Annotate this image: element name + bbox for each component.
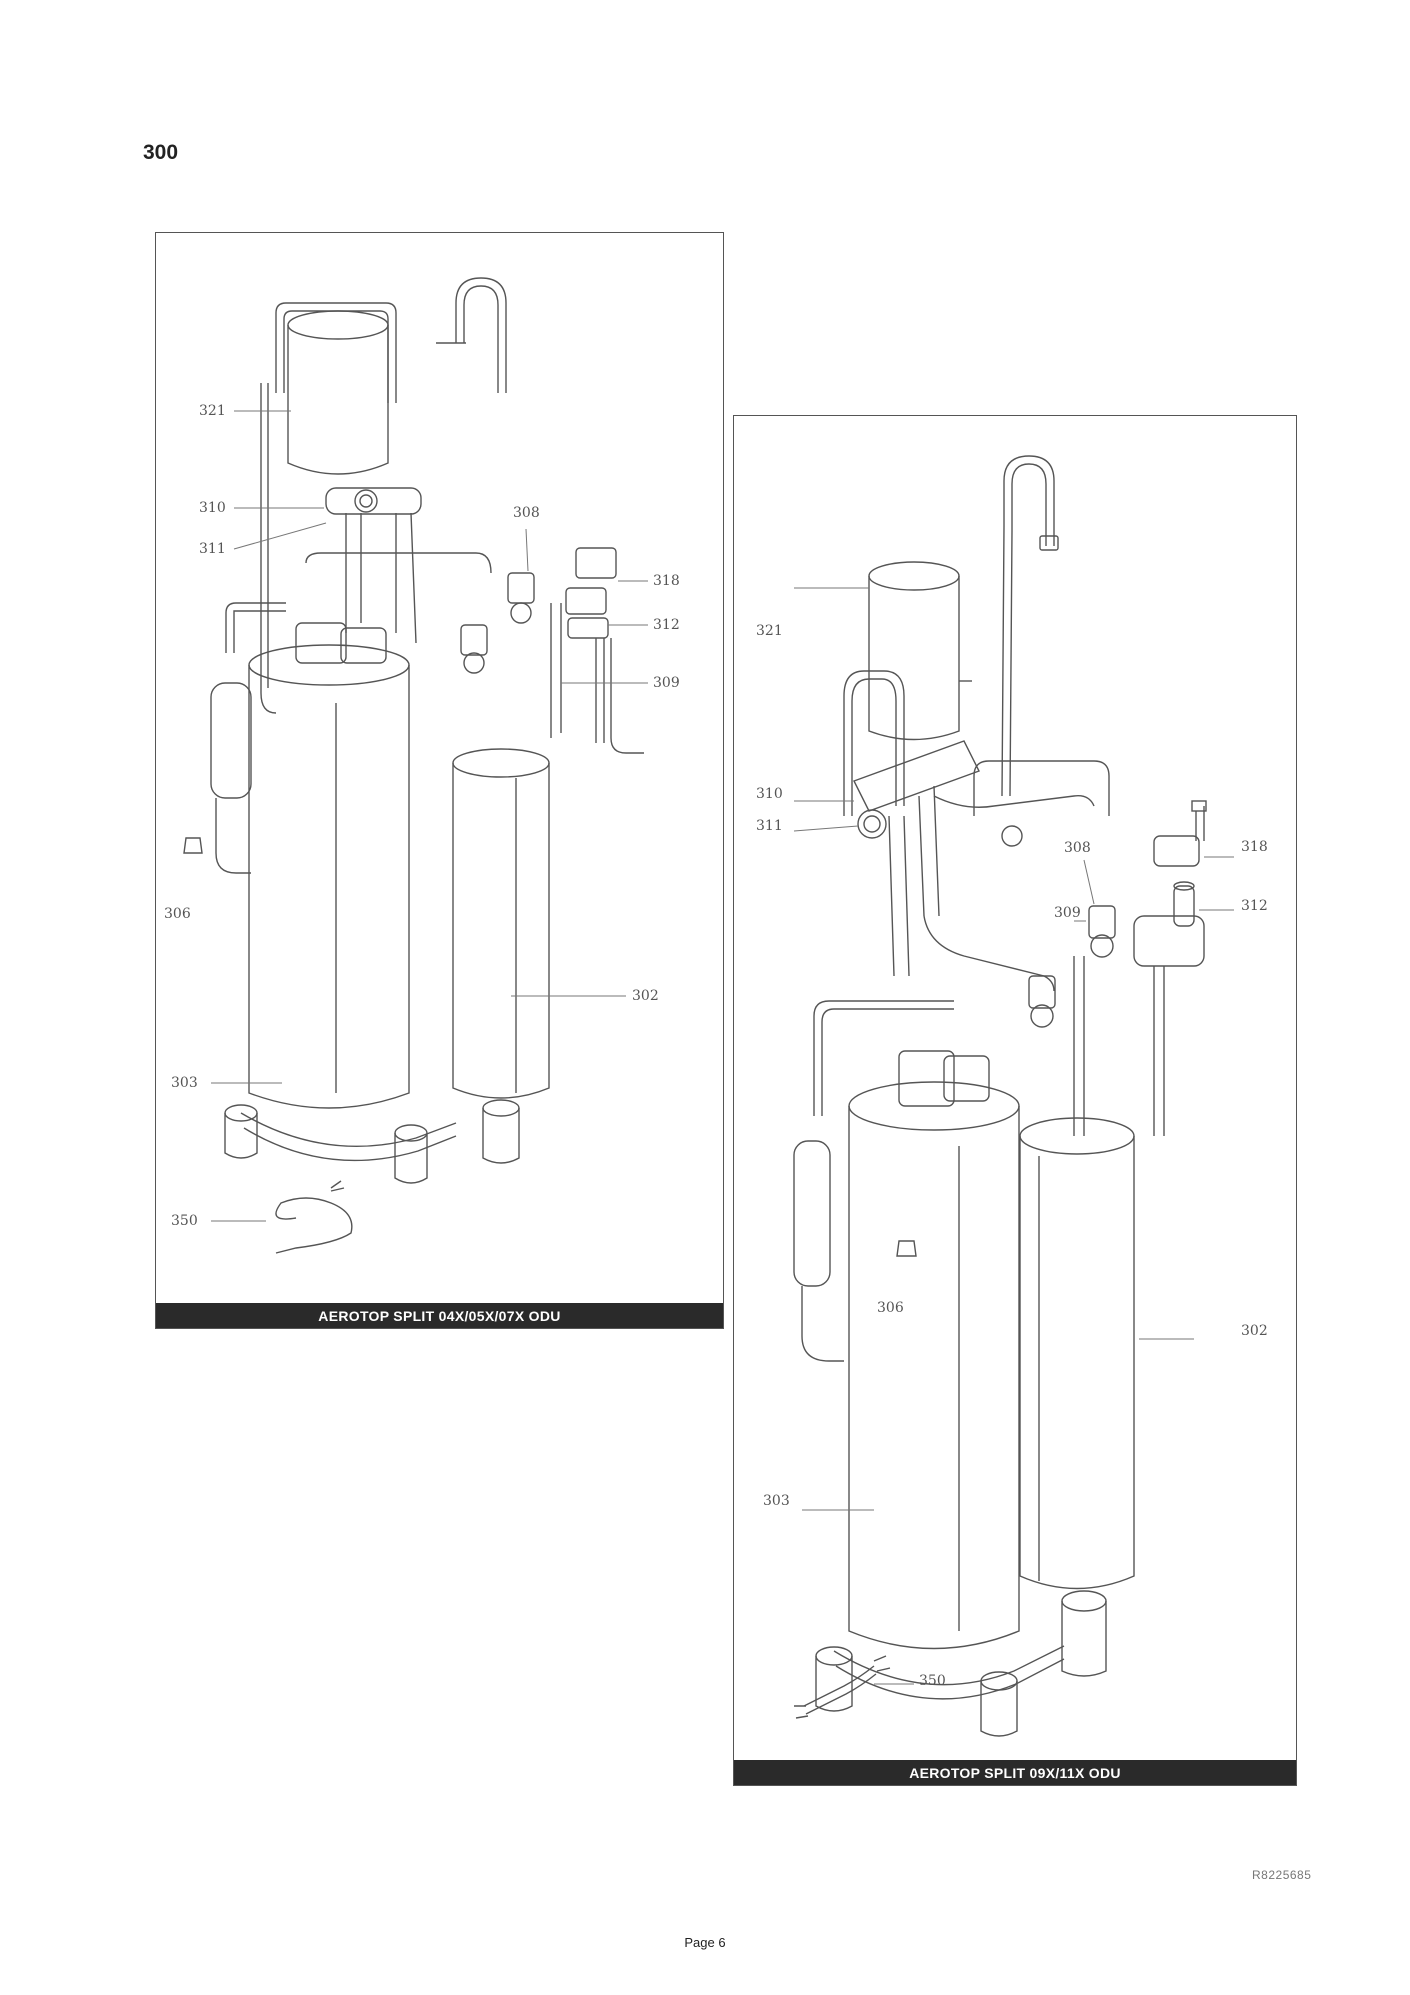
diagram-panel-small-units: 321 310 311 308 318 312 309 306 302 303 … [155,232,724,1329]
callout-321: 321 [199,403,226,419]
callout-302: 302 [1241,1323,1268,1339]
callout-302: 302 [632,988,659,1004]
callout-310: 310 [756,786,783,802]
callout-318: 318 [1241,839,1268,855]
callout-303: 303 [171,1075,198,1091]
callout-350: 350 [171,1213,198,1229]
callout-308: 308 [1064,840,1091,856]
callout-321: 321 [756,623,783,639]
reference-code: R8225685 [1252,1868,1312,1882]
callout-303: 303 [763,1493,790,1509]
panel-caption: AEROTOP SPLIT 04X/05X/07X ODU [156,1303,723,1328]
callout-311: 311 [756,818,783,834]
callout-309: 309 [653,675,680,691]
callout-306: 306 [877,1300,904,1316]
exploded-drawing-large-units [793,455,1234,1737]
diagram-panel-large-units: 321 310 311 308 318 309 312 306 302 303 … [733,415,1297,1786]
callout-312: 312 [653,617,680,633]
callout-308: 308 [513,505,540,521]
callout-318: 318 [653,573,680,589]
exploded-drawing-small-units [183,277,648,1254]
panel-caption: AEROTOP SPLIT 09X/11X ODU [734,1760,1296,1785]
callout-309: 309 [1054,905,1081,921]
section-number: 300 [143,141,179,164]
callout-306: 306 [164,906,191,922]
callout-311: 311 [199,541,226,557]
page-number: Page 6 [684,1935,726,1950]
callout-310: 310 [199,500,226,516]
callout-350: 350 [919,1673,946,1689]
callout-312: 312 [1241,898,1268,914]
